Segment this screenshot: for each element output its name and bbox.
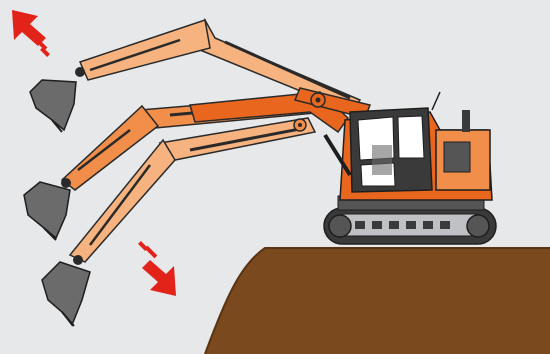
ground-slope <box>205 248 550 354</box>
cab-window-side <box>398 116 424 158</box>
